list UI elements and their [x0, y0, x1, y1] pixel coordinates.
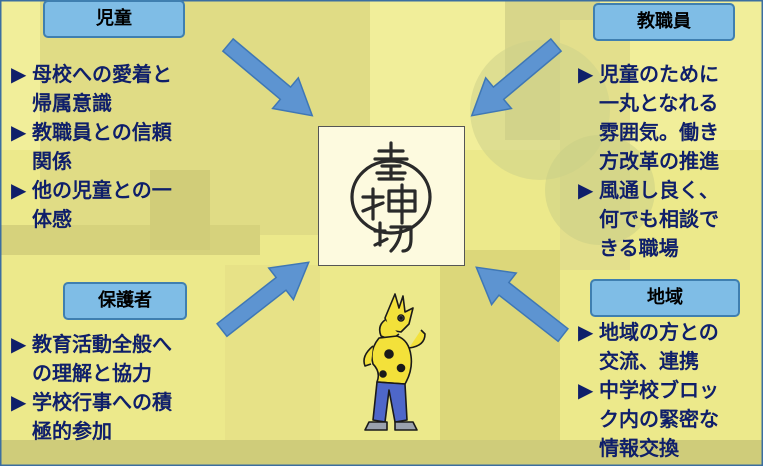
- bullet-marker-icon: ▶: [11, 120, 27, 144]
- label-children: 児童: [43, 0, 185, 38]
- staff-item-1: ▶児童のために一丸となれる雰囲気。働き方改革の推進: [578, 62, 719, 173]
- staff-item-2: ▶風通し良く、何でも相談できる職場: [578, 178, 719, 260]
- bullet-marker-icon: ▶: [578, 320, 594, 344]
- children-item-2: ▶教職員との信頼関係: [11, 120, 172, 173]
- bullet-marker-icon: ▶: [578, 378, 594, 402]
- community-item-1: ▶地域の方との交流、連携: [578, 320, 719, 373]
- bullet-marker-icon: ▶: [11, 332, 27, 356]
- school-seal-box: [318, 126, 465, 266]
- bullet-marker-icon: ▶: [578, 178, 594, 202]
- staff-list: ▶児童のために一丸となれる雰囲気。働き方改革の推進 ▶風通し良く、何でも相談でき…: [578, 60, 719, 263]
- parents-item-2: ▶学校行事への積極的参加: [11, 390, 172, 443]
- bullet-marker-icon: ▶: [578, 62, 594, 86]
- label-staff: 教職員: [593, 3, 735, 41]
- community-item-2: ▶中学校ブロック内の緊密な情報交換: [578, 378, 719, 460]
- children-list: ▶母校への愛着と帰属意識 ▶教職員との信頼関係 ▶他の児童との一体感: [11, 60, 172, 234]
- parents-list: ▶教育活動全般への理解と協力 ▶学校行事への積極的参加: [11, 330, 172, 446]
- label-community: 地域: [590, 279, 740, 317]
- bullet-marker-icon: ▶: [11, 62, 27, 86]
- label-parents: 保護者: [63, 282, 187, 320]
- yellow-dragon-mascot-icon: [363, 293, 426, 431]
- bullet-marker-icon: ▶: [11, 390, 27, 414]
- community-list: ▶地域の方との交流、連携 ▶中学校ブロック内の緊密な情報交換: [578, 318, 719, 463]
- bullet-marker-icon: ▶: [11, 178, 27, 202]
- children-item-3: ▶他の児童との一体感: [11, 178, 172, 231]
- parents-item-1: ▶教育活動全般への理解と協力: [11, 332, 172, 385]
- children-item-1: ▶母校への愛着と帰属意識: [11, 62, 172, 115]
- stamp-seal-icon: [350, 141, 432, 253]
